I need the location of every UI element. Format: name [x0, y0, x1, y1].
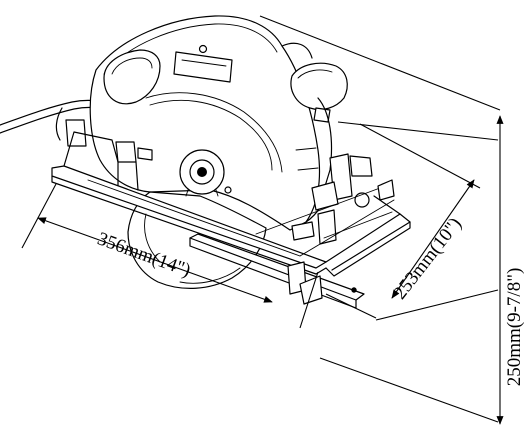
width-arrow [391, 179, 475, 299]
rear-handle [290, 62, 348, 197]
screw-top [198, 44, 208, 54]
blade-arbor [179, 149, 225, 197]
extension-lines [21, 15, 501, 423]
dimension-arrows [37, 115, 504, 425]
bevel-bracket-rear [291, 153, 373, 245]
screw-bottom [224, 186, 232, 194]
bevel-knob [354, 192, 370, 208]
length-arrow [37, 217, 273, 303]
height-dimension-label: 250mm(9-7/8") [504, 268, 525, 387]
bevel-bracket-front [65, 119, 153, 191]
label-plate [173, 51, 233, 83]
front-handle [103, 49, 161, 105]
